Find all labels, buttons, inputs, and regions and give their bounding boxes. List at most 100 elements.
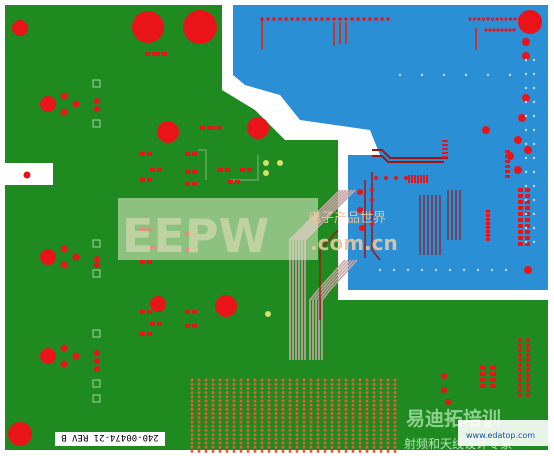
bga-ball [309, 437, 313, 441]
bga-ball [197, 445, 201, 449]
bga-ball [190, 433, 194, 437]
via [524, 198, 528, 202]
via [532, 240, 536, 244]
bga-ball [267, 428, 271, 432]
smd-pad [192, 170, 197, 174]
header-pin [302, 17, 306, 21]
smd-pad [147, 310, 152, 314]
bga-ball [344, 420, 348, 424]
bga-ball [351, 382, 355, 386]
bga-ball [211, 407, 215, 411]
bga-ball [330, 395, 334, 399]
header-pin [504, 17, 508, 21]
bga-ball [358, 412, 362, 416]
bga-ball [211, 441, 215, 445]
bga-ball [225, 437, 229, 441]
bga-ball [344, 403, 348, 407]
smd-pad [490, 366, 496, 370]
bga-ball [274, 399, 278, 403]
bga-ball [239, 407, 243, 411]
pad [384, 176, 388, 180]
smd-pad [411, 175, 413, 183]
smd-pad [185, 152, 190, 156]
bga-ball [204, 412, 208, 416]
bga-ball [267, 416, 271, 420]
footprint [92, 394, 101, 403]
board-rev-text: 240-00474-21 REV B [61, 432, 159, 442]
bga-ball [309, 386, 313, 390]
bga-ball [281, 420, 285, 424]
bga-ball [302, 433, 306, 437]
pad [522, 38, 530, 46]
bga-ball [281, 386, 285, 390]
bga-ball [358, 391, 362, 395]
rf-pad [40, 348, 56, 364]
smd-pad [505, 175, 510, 178]
bga-ball [386, 412, 390, 416]
bga-ball [204, 403, 208, 407]
pad [514, 166, 522, 174]
bga-ball [232, 428, 236, 432]
bga-ball [253, 449, 257, 453]
via [434, 268, 438, 272]
bga-ball [211, 424, 215, 428]
bga-ball [316, 441, 320, 445]
bga-ball [302, 449, 306, 453]
bga-ball [351, 378, 355, 382]
bga-ball [239, 433, 243, 437]
bga-ball [337, 428, 341, 432]
header-pin [320, 17, 324, 21]
bga-ball [295, 403, 299, 407]
bga-ball [218, 449, 222, 453]
bga-ball [323, 449, 327, 453]
bga-ball [295, 399, 299, 403]
bga-ball [274, 382, 278, 386]
bga-ball [372, 395, 376, 399]
bga-ball [309, 416, 313, 420]
smd-pad [147, 260, 152, 264]
header-pin [484, 28, 488, 32]
bga-ball [267, 420, 271, 424]
bga-ball [211, 386, 215, 390]
bga-ball [204, 441, 208, 445]
header-pin [495, 17, 499, 21]
bga-ball [379, 445, 383, 449]
smd-pad [518, 242, 523, 246]
smd-pad [486, 218, 490, 221]
bga-ball [190, 407, 194, 411]
bga-ball [253, 382, 257, 386]
bga-ball [386, 445, 390, 449]
bga-ball [372, 416, 376, 420]
bga-ball [281, 441, 285, 445]
header-pin [272, 17, 276, 21]
header-pin [356, 17, 360, 21]
bga-ball [323, 378, 327, 382]
bga-ball [288, 445, 292, 449]
bga-ball [260, 407, 264, 411]
smd-pad [240, 168, 245, 172]
via [532, 184, 536, 188]
bga-ball [197, 395, 201, 399]
bga-ball [344, 428, 348, 432]
bga-ball [218, 441, 222, 445]
bga-ball [218, 433, 222, 437]
bga-ball [323, 445, 327, 449]
bga-ball [372, 420, 376, 424]
bga-ball [288, 420, 292, 424]
bga-ball [204, 445, 208, 449]
eepw-watermark: EEPW 电子产品世界 .com.cn [118, 198, 398, 263]
pad [445, 399, 451, 405]
smd-pad [192, 324, 197, 328]
bga-ball [246, 437, 250, 441]
bga-ball [351, 420, 355, 424]
bga-ball [393, 407, 397, 411]
header-pin [314, 17, 318, 21]
pad [370, 188, 374, 192]
bga-ball [295, 382, 299, 386]
pad [526, 343, 530, 347]
bga-ball [379, 441, 383, 445]
bga-ball [302, 416, 306, 420]
bga-ball [330, 449, 334, 453]
bga-ball [330, 433, 334, 437]
bga-ball [330, 441, 334, 445]
